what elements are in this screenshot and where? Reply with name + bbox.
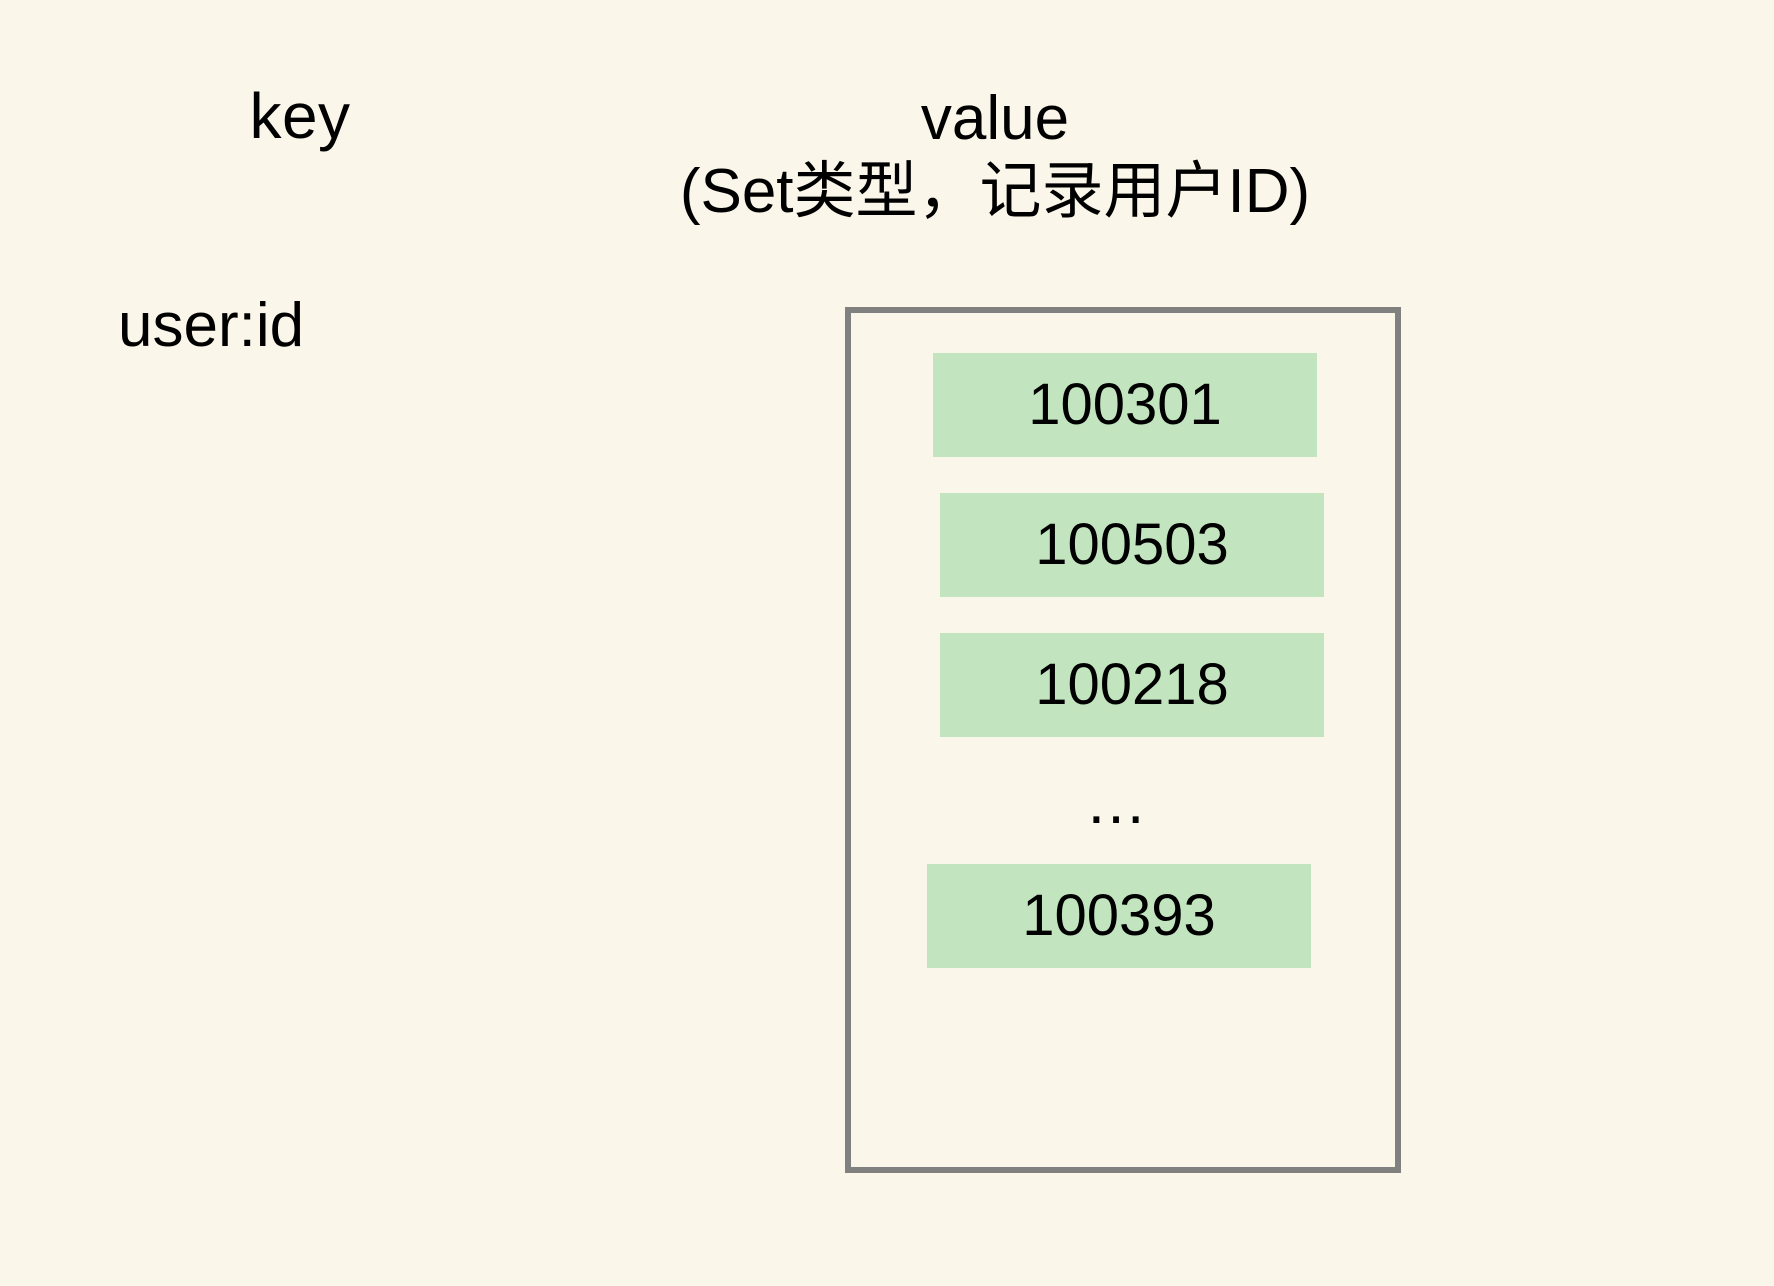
- set-ellipsis-indicator: …: [1085, 768, 1153, 837]
- value-column-header-group: value (Set类型，记录用户ID): [600, 84, 1390, 229]
- set-member-chip: 100218: [940, 633, 1324, 737]
- value-column-header: value: [920, 84, 1070, 153]
- key-entry-label: user:id: [118, 291, 305, 360]
- key-column-header: key: [249, 80, 351, 152]
- set-container-box: 100301 100503 100218 … 100393: [845, 307, 1401, 1173]
- set-member-list: 100301 100503 100218 … 100393: [851, 313, 1395, 1167]
- set-member-chip: 100503: [940, 493, 1324, 597]
- set-member-chip: 100301: [933, 353, 1317, 457]
- value-column-subtitle: (Set类型，记录用户ID): [679, 157, 1311, 227]
- set-member-chip: 100393: [927, 864, 1311, 968]
